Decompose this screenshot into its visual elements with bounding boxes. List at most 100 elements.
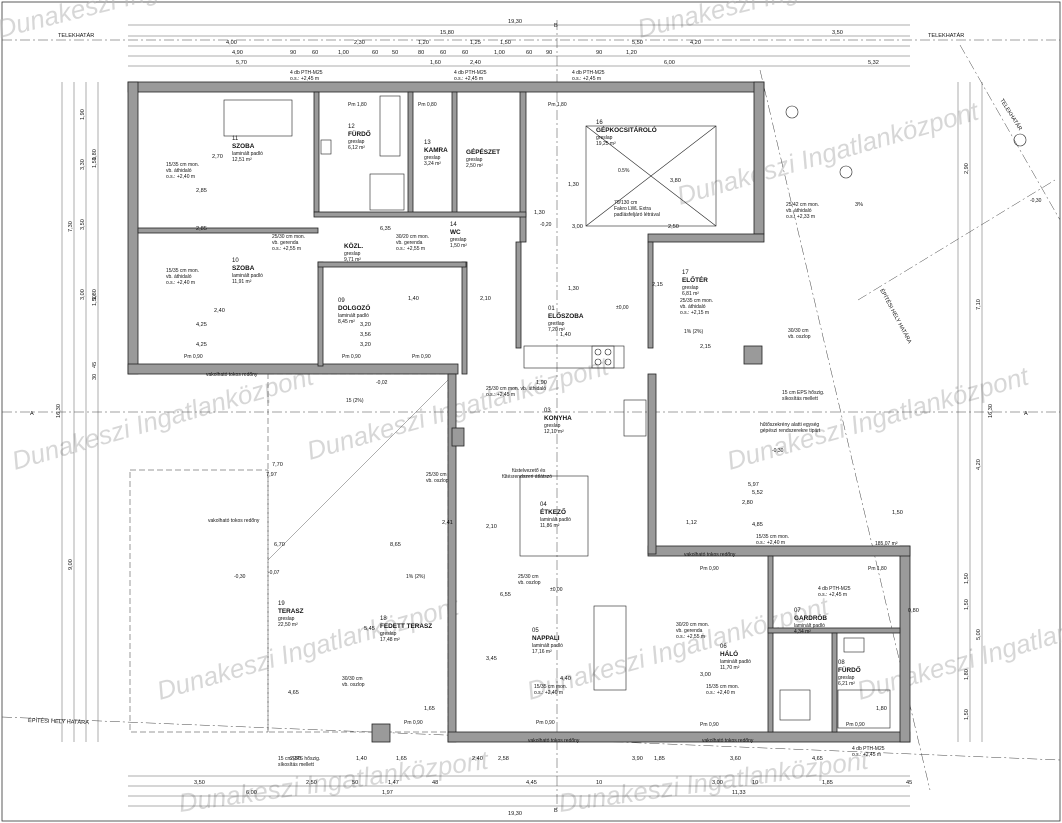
svg-text:4 db PTH-M25: 4 db PTH-M25: [852, 746, 885, 752]
dim-inner: 2,50: [668, 224, 679, 230]
room-number: 04: [540, 502, 547, 508]
wall-dolgozo-e: [461, 261, 468, 375]
svg-text:vakolható tokos redőny: vakolható tokos redőny: [208, 518, 260, 524]
room-floor: greslap: [450, 237, 467, 243]
svg-text:Pm 1,80: Pm 1,80: [868, 566, 887, 572]
wall-gepeszet-e: [519, 91, 527, 243]
svg-text:vakolható tokos redőny: vakolható tokos redőny: [528, 738, 580, 744]
dim-inner: 1,40: [560, 332, 571, 338]
watermark-7: Dunakeszi Ingatlanközpont: [153, 590, 463, 705]
bed-icon: [223, 99, 293, 137]
svg-text:25/30 cm mon. vb. áthidaló: 25/30 cm mon. vb. áthidaló: [486, 386, 546, 392]
room-name: ÉTKEZŐ: [540, 507, 566, 516]
room-floor: laminált padló: [794, 623, 825, 629]
svg-text:4 db PTH-M25: 4 db PTH-M25: [818, 586, 851, 592]
svg-text:vb. oszlop: vb. oszlop: [426, 478, 449, 484]
dim-bottom-r3: 4,65: [812, 756, 823, 762]
dim-bottom-r2: 1,85: [822, 780, 833, 786]
dim-bottom-r3: 2,58: [498, 756, 509, 762]
svg-text:185,07 m²: 185,07 m²: [875, 541, 898, 547]
svg-text:o.s.: +2,45 m: o.s.: +2,45 m: [454, 76, 483, 82]
dim-left-r3: 30: [92, 374, 98, 380]
svg-text:o.s.: +2,40 m: o.s.: +2,40 m: [756, 540, 785, 546]
room-number: 17: [682, 270, 689, 276]
dim-top-r2: 90: [596, 50, 602, 56]
svg-text:o.s.: +2,45 m: o.s.: +2,45 m: [290, 76, 319, 82]
epitesi-hely-label-right: ÉPÍTÉSI HELY HATÁRA: [878, 288, 913, 345]
svg-text:0.5%: 0.5%: [618, 168, 630, 174]
dim-top-r2: 60: [372, 50, 378, 56]
dim-inner: 0,80: [908, 608, 919, 614]
tree-symbol-3: [785, 105, 799, 119]
dim-inner: 4,25: [196, 342, 207, 348]
dim-right-r1: 7,10: [976, 299, 982, 310]
dim-left-r3: 1,80: [92, 289, 98, 300]
dim-top-r2: 90: [290, 50, 296, 56]
room-floor: greslap: [838, 675, 855, 681]
bath2-sink-icon: [843, 637, 865, 653]
bath2-tub-icon: [837, 689, 891, 729]
svg-text:o.s.: +2,55 m: o.s.: +2,55 m: [676, 634, 705, 640]
telekhatar-label-diag: TELEKHATÁR: [998, 97, 1023, 131]
dim-left-r3: 1,50: [92, 295, 98, 306]
dim-top-r2: 60: [526, 50, 532, 56]
dim-top-r3: 2,40: [470, 60, 481, 66]
dim-top-r2: 50: [392, 50, 398, 56]
dim-bottom-r3: 2,50: [290, 756, 301, 762]
svg-text:padlásfeljáró létrával: padlásfeljáró létrával: [614, 212, 660, 218]
svg-text:-0,30: -0,30: [1030, 198, 1042, 204]
dim-inner: 3,45: [486, 656, 497, 662]
dim-top-r2: 1,20: [626, 50, 637, 56]
svg-text:Pm 0,90: Pm 0,90: [846, 722, 865, 728]
room-name: FEDETT TERASZ: [380, 623, 432, 630]
wall-bath2-w: [831, 632, 838, 733]
svg-text:füstelvezető és: füstelvezető és: [512, 468, 546, 474]
svg-text:-0,02: -0,02: [376, 380, 388, 386]
dimension-lines: [61, 24, 983, 807]
room-area: 6,21 m²: [838, 681, 855, 687]
room-number: 07: [794, 608, 801, 614]
room-number: 03: [544, 408, 551, 414]
room-name: NAPPALI: [532, 635, 560, 642]
dim-bottom-r3: 1,40: [356, 756, 367, 762]
entrance-pillar: [743, 345, 763, 365]
room-number: 19: [278, 601, 285, 607]
svg-text:Pm 0,90: Pm 0,90: [700, 722, 719, 728]
epitesi-hely-line-right: [857, 179, 1056, 301]
room-number: 10: [232, 258, 239, 264]
section-b-top: B: [554, 23, 558, 29]
svg-text:Pm 0,90: Pm 0,90: [700, 566, 719, 572]
room-area: 17,16 m²: [532, 649, 552, 655]
fixtures: [223, 95, 1027, 729]
watermark-8: Dunakeszi Ingatlanközpont: [523, 590, 833, 705]
room-area: 6,81 m²: [682, 291, 699, 297]
wall-gardrob-w: [767, 555, 774, 733]
wall-south-west: [127, 363, 459, 375]
dim-top-r1: 4,00: [226, 40, 237, 46]
dim-left-r2: 3,50: [80, 219, 86, 230]
kitchen-counter-icon: [523, 345, 625, 369]
svg-text:30/30 cm: 30/30 cm: [342, 676, 363, 682]
dim-right-r1: 5,00: [976, 629, 982, 640]
svg-text:-0,30: -0,30: [234, 574, 246, 580]
dim-inner: 5,97: [748, 482, 759, 488]
svg-text:15/35 cm mon.: 15/35 cm mon.: [534, 684, 567, 690]
room-floor: laminált padló: [338, 313, 369, 319]
room-floor: laminált padló: [232, 151, 263, 157]
dim-inner: 1,50: [892, 510, 903, 516]
room-floor: laminált padló: [540, 517, 571, 523]
dim-inner: 6,55: [500, 592, 511, 598]
watermark-3: Dunakeszi Ingatlanközpont: [673, 95, 983, 210]
svg-text:25/30 cm: 25/30 cm: [518, 574, 539, 580]
dim-inner: 6,70: [274, 542, 285, 548]
svg-text:4 db PTH-M25: 4 db PTH-M25: [454, 70, 487, 76]
dim-top-r3: 1,60: [430, 60, 441, 66]
dim-inner: 1,30: [568, 286, 579, 292]
svg-text:o.s.: +2,40 m: o.s.: +2,40 m: [534, 690, 563, 696]
dim-inner: 3,00: [700, 672, 711, 678]
dim-top-total: 19,30: [508, 19, 522, 25]
bathtub-icon: [379, 95, 401, 157]
room-name: TERASZ: [278, 608, 304, 615]
wall-bath-s: [313, 211, 527, 218]
